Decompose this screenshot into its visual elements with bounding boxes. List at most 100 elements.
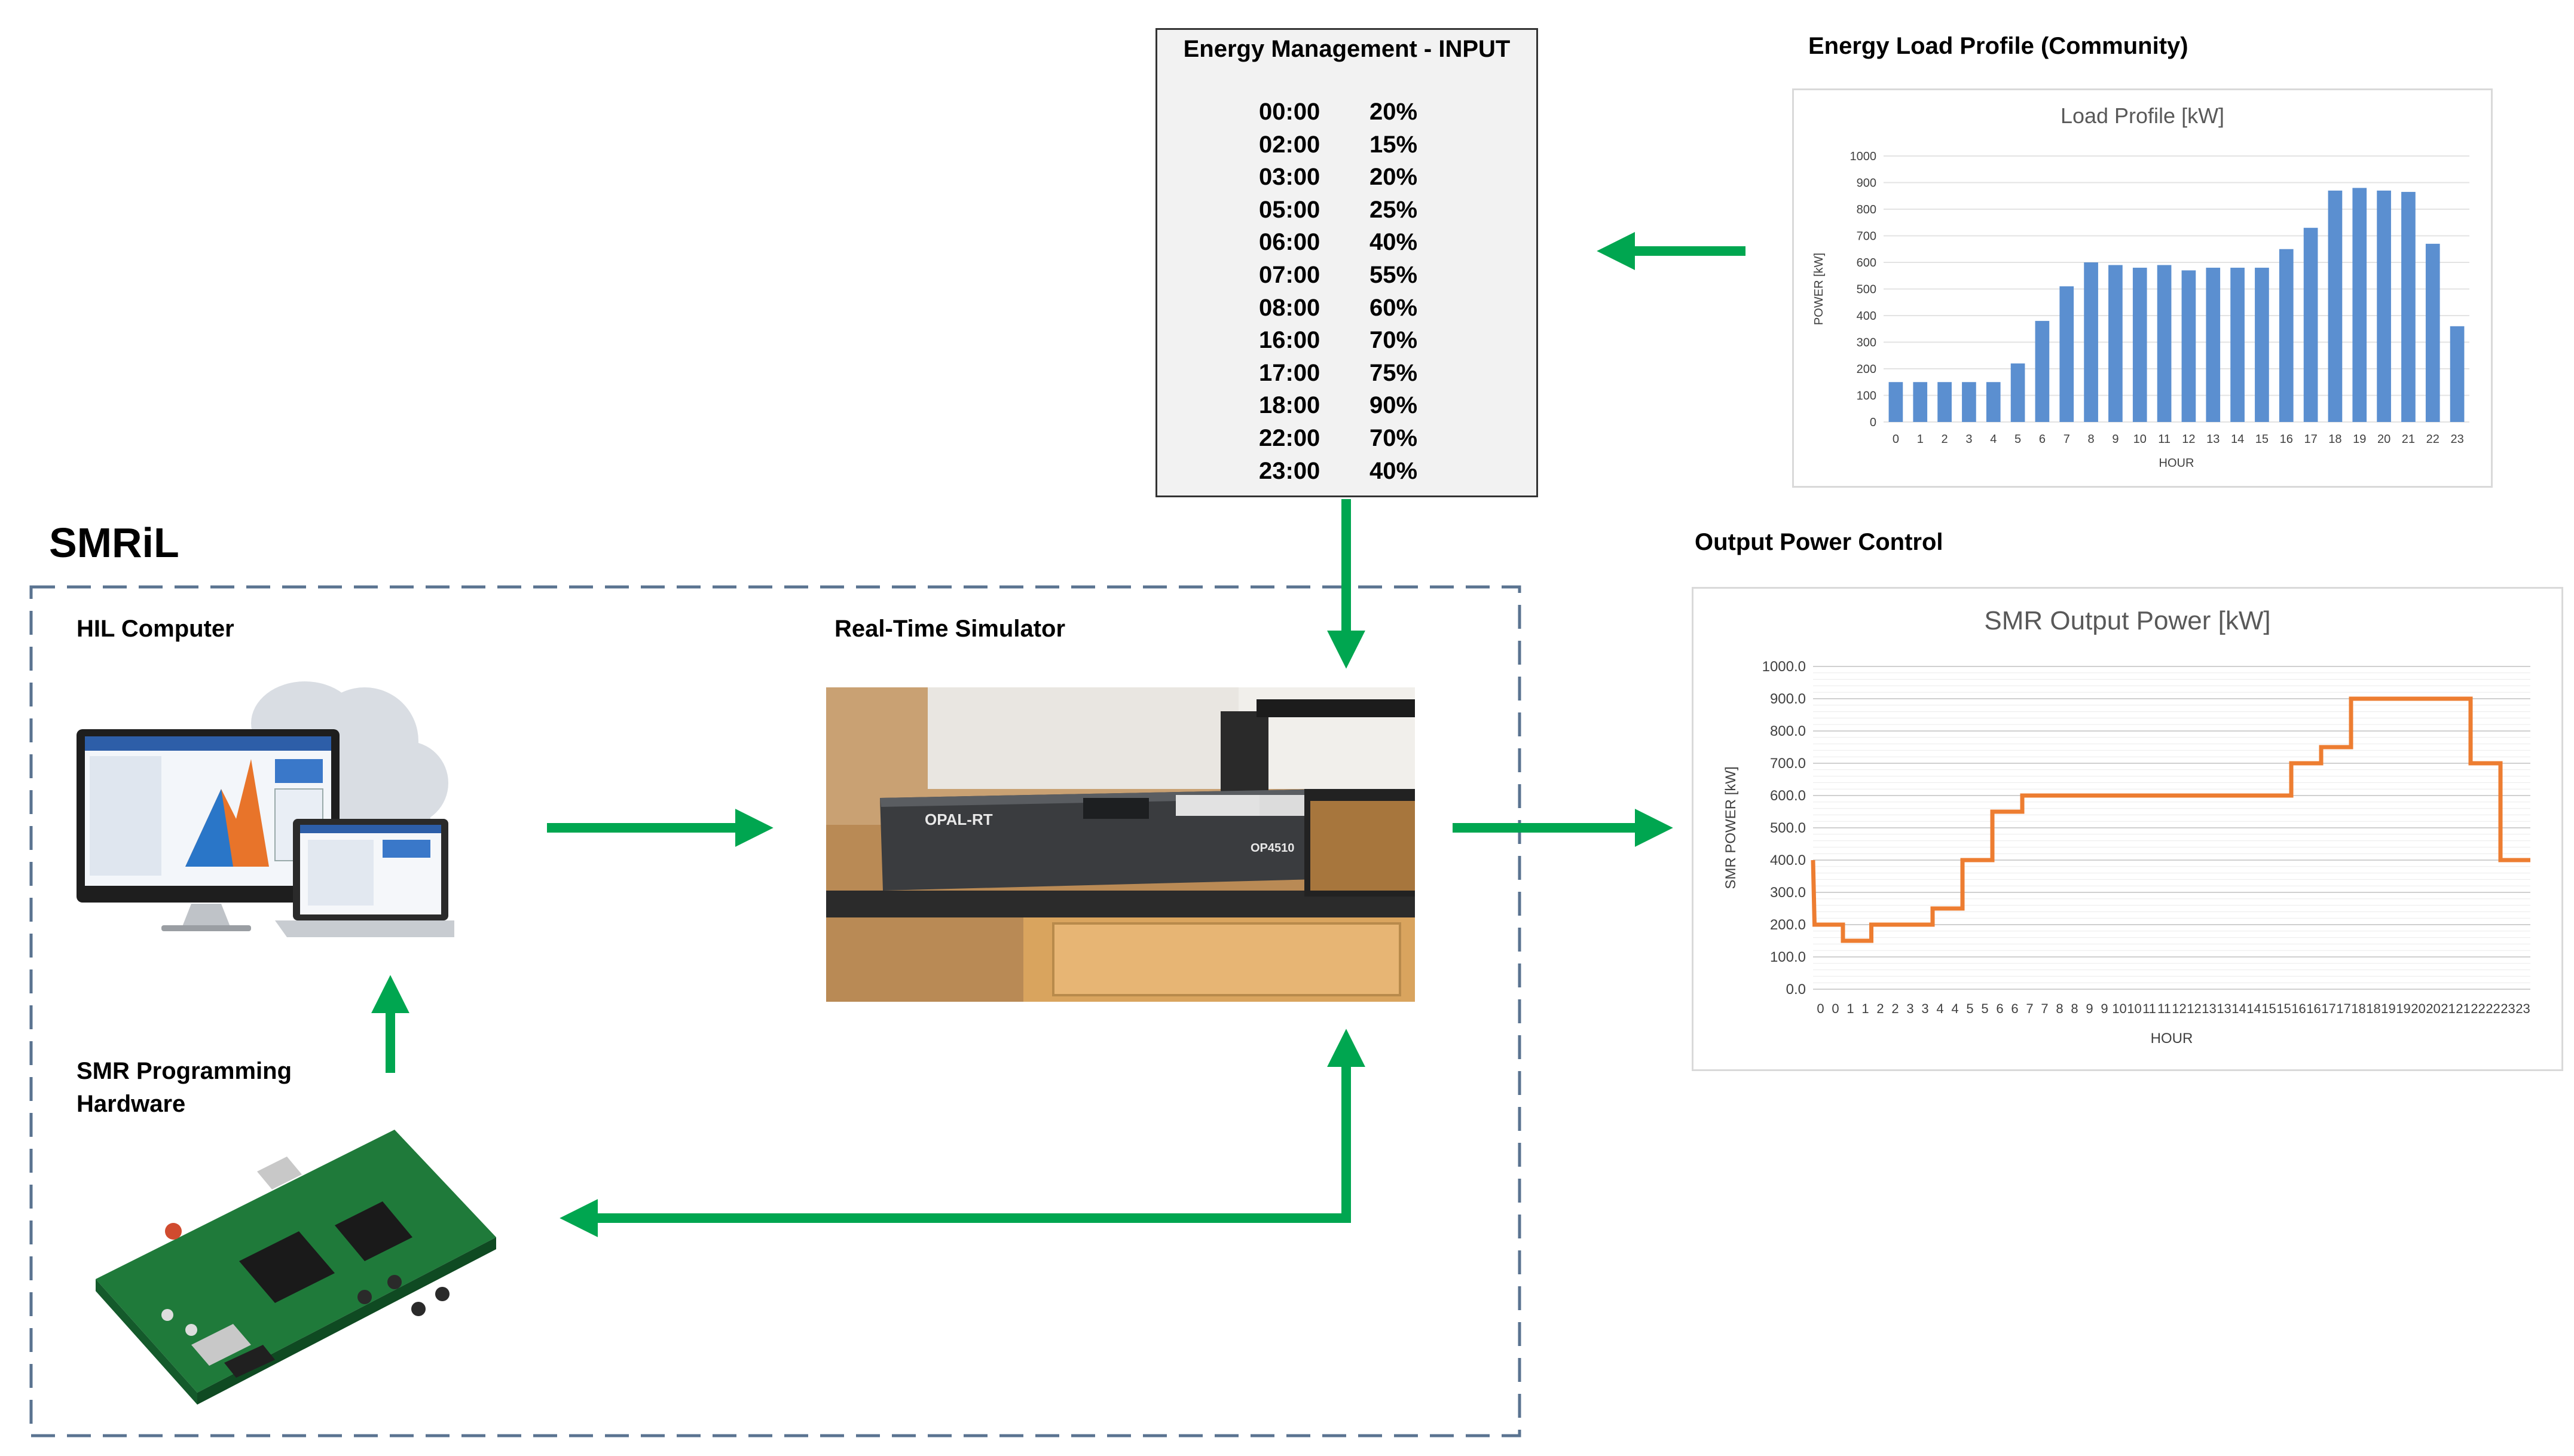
x-tick-label: 1 [1861,1001,1869,1016]
x-tick-label: 18 [2366,1001,2380,1016]
y-tick-label: 900 [1857,177,1876,190]
x-tick-label: 7 [2041,1001,2048,1016]
schedule-time: 22:00 [1259,424,1320,451]
y-tick-label: 300 [1857,337,1876,350]
schedule-time: 08:00 [1259,294,1320,321]
schedule-time: 18:00 [1259,392,1320,419]
y-tick-label: 300.0 [1770,885,1806,901]
schedule-time: 06:00 [1259,229,1320,256]
schedule-time: 03:00 [1259,164,1320,191]
x-tick-label: 11 [2157,1001,2171,1016]
x-tick-label: 15 [2261,1001,2276,1016]
schedule-percent: 40% [1369,229,1418,256]
y-tick-label: 600 [1857,256,1876,270]
x-tick-label: 0 [1832,1001,1839,1016]
smr-hardware-label-line2: Hardware [77,1091,186,1117]
y-tick-label: 400.0 [1770,852,1806,868]
x-tick-label: 23 [2515,1001,2530,1016]
bar [2181,270,2196,422]
hil-computer-illustration [77,681,454,937]
schedule-row: 18:00 90% [1259,392,1429,425]
x-tick-label: 13 [2206,433,2220,446]
y-tick-label: 400 [1857,310,1876,323]
chart-title: Load Profile [kW] [2061,103,2224,128]
x-tick-label: 0 [1893,433,1899,446]
x-tick-label: 17 [2304,433,2317,446]
x-tick-label: 2 [1942,433,1948,446]
bar [2084,262,2098,422]
hil-computer-label: HIL Computer [77,616,234,642]
x-tick-label: 22 [2471,1001,2485,1016]
schedule-row: 02:00 15% [1259,131,1429,164]
y-tick-label: 1000.0 [1762,659,1806,675]
bar [2157,265,2172,422]
x-tick-label: 1 [1917,433,1924,446]
x-tick-label: 21 [2456,1001,2470,1016]
bar [2352,188,2367,422]
x-tick-label: 10 [2112,1001,2126,1016]
smr-output-line-chart: SMR Output Power [kW]0.0100.0200.0300.04… [1723,606,2530,1047]
monitor-icon [77,729,340,931]
x-tick-label: 20 [2377,433,2390,446]
x-tick-label: 22 [2426,433,2440,446]
schedule-percent: 60% [1369,294,1418,321]
schedule-percent: 25% [1369,196,1418,223]
y-tick-label: 600.0 [1770,788,1806,804]
x-tick-label: 14 [2231,433,2244,446]
x-tick-label: 14 [2231,1001,2246,1016]
schedule-percent: 15% [1369,131,1418,158]
output-power-control-label: Output Power Control [1695,529,1943,555]
schedule-percent: 90% [1369,392,1418,419]
x-tick-label: 16 [2280,433,2293,446]
x-tick-label: 17 [2321,1001,2335,1016]
bar [2303,228,2318,422]
x-tick-label: 6 [1996,1001,2003,1016]
schedule-time: 02:00 [1259,131,1320,158]
real-time-simulator-photo: OPAL-RT OP4510 [826,687,1415,1002]
bar [1913,382,1928,422]
x-tick-label: 6 [2039,433,2046,446]
opal-rt-brand: OPAL-RT [925,810,993,828]
schedule-row: 03:00 20% [1259,164,1429,197]
bar [2279,249,2294,422]
smr-hardware-label-line1: SMR Programming [77,1058,292,1084]
x-tick-label: 3 [1906,1001,1913,1016]
bar [1937,382,1952,422]
bar [2328,190,2343,422]
x-tick-label: 5 [1966,1001,1973,1016]
schedule-percent: 20% [1369,164,1418,191]
x-tick-label: 9 [2086,1001,2093,1016]
x-tick-label: 19 [2381,1001,2395,1016]
energy-management-title: Energy Management - INPUT [1183,36,1511,62]
bar [1888,382,1903,422]
x-tick-label: 8 [2088,433,2095,446]
x-tick-label: 12 [2172,1001,2186,1016]
y-tick-label: 100 [1857,390,1876,403]
opal-rt-chassis: OPAL-RT OP4510 [880,789,1340,891]
y-axis-label: POWER [kW] [1812,253,1826,325]
bar [2059,286,2074,422]
x-tick-label: 13 [2202,1001,2216,1016]
x-tick-label: 21 [2402,433,2415,446]
y-tick-label: 0.0 [1786,981,1806,998]
load-profile-bar-chart: Load Profile [kW]01002003004005006007008… [1812,103,2469,470]
x-tick-label: 7 [2026,1001,2033,1016]
schedule-time: 07:00 [1259,261,1320,288]
schedule-row: 08:00 60% [1259,295,1429,328]
y-tick-label: 700 [1857,230,1876,243]
energy-load-profile-label: Energy Load Profile (Community) [1808,33,2188,59]
x-tick-label: 15 [2276,1001,2291,1016]
schedule-percent: 40% [1369,457,1418,484]
x-tick-label: 4 [1990,433,1997,446]
x-tick-label: 6 [2011,1001,2018,1016]
x-tick-label: 19 [2396,1001,2410,1016]
x-tick-label: 17 [2336,1001,2350,1016]
y-tick-label: 1000 [1850,150,1877,163]
